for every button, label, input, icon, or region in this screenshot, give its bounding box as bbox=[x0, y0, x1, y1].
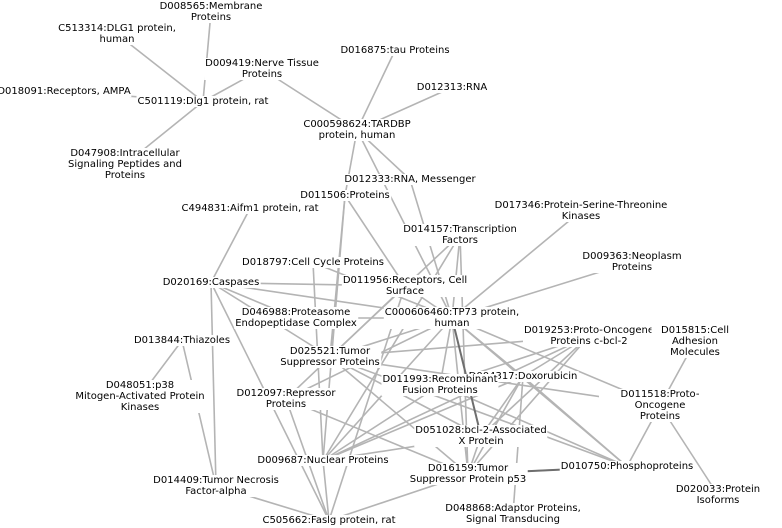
graph-node[interactable]: D018797:Cell Cycle Proteins bbox=[241, 257, 385, 268]
graph-node[interactable]: D009687:Nuclear Proteins bbox=[256, 455, 390, 466]
graph-node[interactable]: D013844:Thiazoles bbox=[132, 335, 232, 346]
graph-node[interactable]: D011993:Recombinant Fusion Proteins bbox=[381, 374, 499, 396]
graph-edge bbox=[322, 384, 441, 462]
graph-node[interactable]: D048868:Adaptor Proteins, Signal Transdu… bbox=[444, 503, 582, 525]
graph-edge bbox=[181, 340, 217, 487]
graph-node[interactable]: D016159:Tumor Suppressor Protein p53 bbox=[408, 463, 528, 485]
graph-node[interactable]: D020033:Protein Isoforms bbox=[674, 484, 762, 506]
graph-edge bbox=[356, 50, 396, 131]
graph-node[interactable]: D014409:Tumor Necrosis Factor-alpha bbox=[152, 475, 280, 497]
graph-node[interactable]: D025521:Tumor Suppressor Proteins bbox=[279, 346, 381, 368]
graph-node[interactable]: C000606460:TP73 protein, human bbox=[383, 307, 521, 329]
graph-edge bbox=[285, 285, 406, 400]
graph-edge bbox=[329, 356, 628, 468]
graph-node[interactable]: C513314:DLG1 protein, human bbox=[57, 23, 177, 45]
graph-edge bbox=[210, 208, 251, 283]
graph-edge bbox=[285, 398, 469, 475]
graph-edge bbox=[329, 356, 482, 437]
graph-edge bbox=[451, 210, 582, 319]
graph-node[interactable]: D020169:Caspases bbox=[161, 277, 261, 288]
graph-node[interactable]: D011956:Receptors, Cell Surface bbox=[341, 275, 469, 297]
graph-node[interactable]: D010750:Phosphoproteins bbox=[559, 461, 695, 472]
graph-node[interactable]: D004317:Doxorubicin bbox=[467, 371, 579, 382]
graph-edge bbox=[202, 11, 212, 102]
graph-node[interactable]: D047908:Intracellular Signaling Peptides… bbox=[67, 148, 183, 181]
graph-edge bbox=[329, 356, 469, 475]
graph-node[interactable]: D009363:Neoplasm Proteins bbox=[581, 251, 683, 273]
graph-edge bbox=[116, 33, 204, 103]
graph-node[interactable]: D017346:Protein-Serine-Threonine Kinases bbox=[493, 200, 669, 222]
graph-node[interactable]: C000598624:TARDBP protein, human bbox=[302, 119, 412, 141]
graph-node[interactable]: D051028:bcl-2-Associated X Protein bbox=[414, 425, 548, 447]
graph-edge bbox=[467, 335, 590, 475]
graph-node[interactable]: D008565:Membrane Proteins bbox=[158, 1, 264, 23]
graph-node[interactable]: C501119:Dlg1 protein, rat bbox=[136, 96, 270, 107]
graph-node[interactable]: D012097:Repressor Proteins bbox=[235, 388, 337, 410]
graph-node[interactable]: D018091:Receptors, AMPA bbox=[0, 86, 132, 97]
graph-node[interactable]: D011506:Proteins bbox=[299, 190, 391, 201]
graph-node[interactable]: D014157:Transcription Factors bbox=[402, 224, 518, 246]
graph-edge bbox=[522, 375, 628, 468]
graph-edge bbox=[322, 335, 590, 462]
graph-node[interactable]: D009419:Nerve Tissue Proteins bbox=[204, 58, 320, 80]
graph-node[interactable]: C494831:Aifm1 protein, rat bbox=[180, 203, 320, 214]
graph-node[interactable]: D048051:p38 Mitogen-Activated Protein Ki… bbox=[74, 380, 206, 413]
graph-node[interactable]: C505662:Faslg protein, rat bbox=[261, 515, 397, 526]
graph-edge bbox=[210, 282, 217, 487]
graph-node[interactable]: D011518:Proto-Oncogene Proteins bbox=[599, 389, 721, 422]
graph-node[interactable]: D012313:RNA bbox=[415, 82, 489, 93]
graph-node[interactable]: D046988:Proteasome Endopeptidase Complex bbox=[234, 307, 358, 329]
graph-edge bbox=[344, 195, 406, 287]
graph-node[interactable]: D012333:RNA, Messenger bbox=[343, 174, 477, 185]
graph-edge bbox=[322, 460, 330, 521]
graph-node[interactable]: D016875:tau Proteins bbox=[339, 45, 451, 56]
graph-node[interactable]: D019253:Proto-Oncogene Proteins c-bcl-2 bbox=[522, 325, 656, 347]
graph-node[interactable]: D015815:Cell Adhesion Molecules bbox=[651, 325, 739, 358]
